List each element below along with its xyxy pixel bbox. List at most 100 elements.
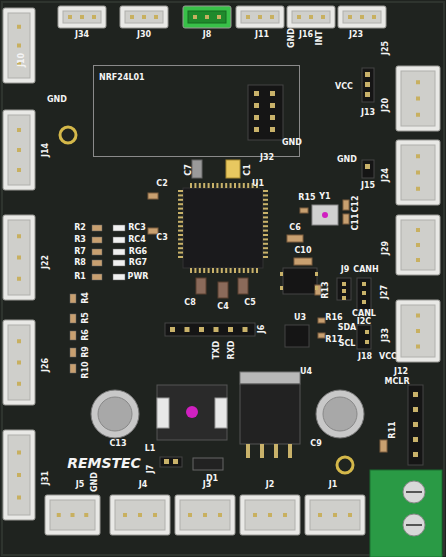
pin (263, 208, 268, 210)
pin-header (337, 278, 351, 300)
terminal-block (370, 470, 442, 557)
silkscreen-label: U4 (300, 368, 312, 376)
pin (260, 444, 264, 458)
silkscreen-label: CANH (353, 266, 378, 274)
pin (199, 183, 201, 188)
silkscreen-label: RG6 (129, 248, 147, 256)
connector-housing (3, 320, 35, 405)
capacitor-top (98, 397, 132, 431)
silkscreen-label: L1 (145, 445, 156, 453)
capacitor-top (323, 397, 357, 431)
smd-part (70, 331, 76, 340)
pin (413, 392, 418, 397)
pin (263, 199, 268, 201)
smd-part (92, 225, 102, 231)
connector-housing (3, 110, 35, 190)
capacitor (287, 235, 303, 242)
regulator (240, 384, 300, 444)
pin-header (362, 160, 374, 178)
pin (270, 91, 275, 96)
connector-housing (58, 6, 106, 28)
silkscreen-label: R10 (82, 361, 90, 378)
silkscreen-label: J3 (203, 481, 212, 489)
pin (243, 327, 248, 332)
pin (221, 183, 223, 188)
connector-housing (305, 495, 365, 535)
microcontroller (183, 188, 263, 268)
pin (263, 190, 268, 192)
silkscreen-label: RXD (228, 341, 236, 360)
marker-dot (186, 406, 198, 418)
pin (362, 300, 366, 304)
silkscreen-label: C6 (289, 224, 300, 232)
pin (178, 199, 183, 201)
pin (185, 327, 190, 332)
pin (362, 282, 366, 286)
pin (263, 203, 268, 205)
pin (208, 268, 210, 273)
silkscreen-label: J11 (255, 31, 269, 39)
silkscreen-label: J27 (381, 285, 389, 299)
pin (270, 115, 275, 120)
inductor-pad (215, 398, 227, 428)
pin (263, 252, 268, 254)
pin (413, 452, 418, 457)
capacitor (226, 160, 240, 178)
capacitor (343, 214, 349, 224)
pin (254, 91, 259, 96)
connector-housing (236, 6, 284, 28)
silkscreen-label: C12 (352, 195, 360, 212)
pin (263, 194, 268, 196)
pin (256, 268, 258, 273)
silkscreen-label: I2C (357, 318, 371, 326)
silkscreen-label: J2 (266, 481, 275, 489)
silkscreen-label: C13 (109, 440, 126, 448)
resistor (300, 208, 308, 213)
pin (225, 268, 227, 273)
pin (365, 330, 369, 334)
pin (225, 183, 227, 188)
pin (178, 212, 183, 214)
pin (254, 115, 259, 120)
smd-part (92, 249, 102, 255)
silkscreen-label: C2 (156, 180, 167, 188)
module-outline: NRF24L01 (93, 65, 300, 157)
pin (315, 272, 318, 276)
pin (178, 225, 183, 227)
silkscreen-label: J7 (147, 465, 155, 474)
silkscreen-label: GND (282, 139, 302, 147)
pin (234, 268, 236, 273)
silkscreen-label: J24 (382, 168, 390, 182)
silkscreen-label: J5 (76, 481, 85, 489)
mounting-hole (337, 457, 353, 473)
silkscreen-label: J13 (361, 109, 375, 117)
connector-housing (396, 66, 440, 131)
silkscreen-label: J33 (382, 328, 390, 342)
silkscreen-label: MCLR (384, 378, 409, 386)
pin (216, 268, 218, 273)
pin (234, 183, 236, 188)
pin (362, 291, 366, 295)
silkscreen-label: GND (337, 156, 357, 164)
pin (178, 256, 183, 258)
silkscreen-label: C3 (156, 234, 167, 242)
mounting-hole (60, 127, 76, 143)
silkscreen-label: TXD (213, 341, 221, 359)
pin (212, 268, 214, 273)
pin (342, 289, 346, 293)
silkscreen-label: J9 (341, 266, 350, 274)
pin (170, 327, 175, 332)
electrolytic-capacitor (316, 390, 364, 438)
connector-housing (183, 6, 231, 28)
silkscreen-label: R8 (74, 259, 86, 267)
pin (194, 268, 196, 273)
pin (263, 230, 268, 232)
pin (263, 221, 268, 223)
pin (254, 103, 259, 108)
electrolytic-capacitor (91, 390, 139, 438)
pin (243, 268, 245, 273)
pin (263, 212, 268, 214)
silkscreen-label: J8 (203, 31, 212, 39)
smd-part (70, 348, 76, 357)
connector-housing (175, 495, 235, 535)
